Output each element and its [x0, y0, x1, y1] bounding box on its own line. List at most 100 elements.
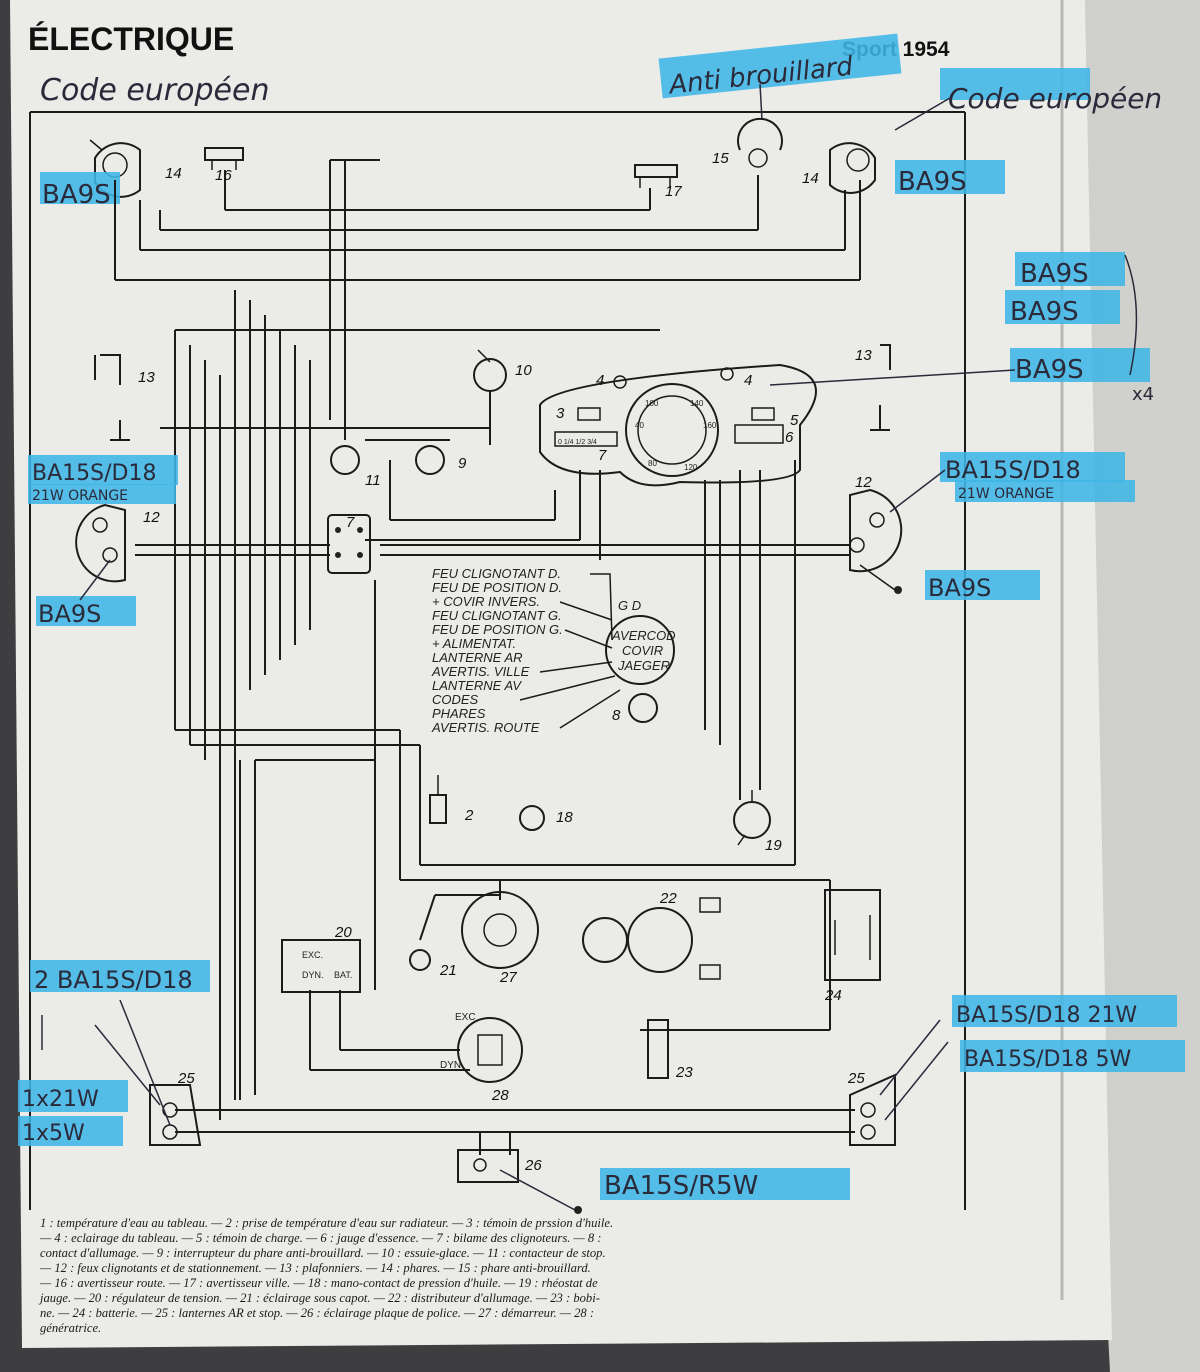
arrow-code-europeen: [894, 97, 951, 131]
bulb-14-left: BA9S: [42, 180, 111, 210]
speed-40: 40: [635, 421, 644, 430]
arrow-12-right: [889, 469, 946, 513]
highlight-12-right-spec: [955, 480, 1135, 502]
bulb-25-left: 2 BA15S/D18: [34, 966, 193, 994]
highlight-25-left-qty2: [18, 1116, 123, 1146]
bulb-12-left-small: BA9S: [38, 600, 101, 628]
label-16: 16: [215, 167, 232, 184]
highlight-25-right-2: [960, 1040, 1185, 1072]
starter-27: [461, 891, 539, 969]
horn-17: [634, 164, 678, 188]
highlight-ba9s-4a: [1015, 252, 1125, 286]
lead-26: [499, 1169, 576, 1211]
switch-pins: G D: [618, 598, 641, 613]
highlight-25-left-qty1: [18, 1080, 128, 1112]
highlight-25-left: [30, 960, 210, 992]
oil-pressure-switch-18: [519, 805, 545, 831]
bulb-4c: BA9S: [1015, 355, 1084, 385]
label-14-right: 14: [802, 170, 819, 187]
label-13-right: 13: [855, 347, 872, 364]
wire-label-5: + ALIMENTAT.: [432, 636, 516, 651]
distributor-22: [582, 897, 721, 980]
wire-label-7: AVERTIS. VILLE: [431, 664, 530, 679]
speed-140: 140: [690, 399, 704, 408]
lead-25-left-b: [119, 999, 171, 1126]
gen-exc: EXC: [455, 1012, 476, 1023]
ignition-switch-8: [628, 693, 658, 723]
legend-line: génératrice.: [40, 1321, 101, 1335]
highlight-12-right-type: [940, 452, 1125, 482]
wire-label-9: CODES: [432, 692, 479, 707]
wiring-harness: [114, 159, 861, 1155]
wire-label-4: FEU DE POSITION G.: [432, 622, 563, 637]
label-20: 20: [334, 924, 352, 941]
fog-switch-9: [415, 445, 445, 475]
switch-brand-1: COVIR: [622, 643, 663, 658]
wire-label-3: FEU CLIGNOTANT G.: [432, 608, 562, 623]
label-11: 11: [365, 472, 381, 489]
regulator-20: [281, 939, 361, 993]
lead-25-left-a: [94, 1024, 161, 1106]
highlight-12-right-small: [925, 570, 1040, 600]
bracket-ba9s: [1124, 254, 1138, 376]
bulb-12-right-spec: 21W ORANGE: [958, 486, 1054, 502]
ceiling-light-13-right: [870, 344, 891, 431]
wire-label-2: + COVIR INVERS.: [432, 594, 540, 609]
arrow-anti-brouillard: [759, 83, 763, 121]
legend-line: ne. — 24 : batterie. — 25 : lanternes AR…: [40, 1306, 594, 1320]
switch-wire-labels: FEU CLIGNOTANT D. FEU DE POSITION D. + C…: [431, 566, 563, 735]
highlight-code-europeen: [940, 68, 1090, 100]
arrow-ba9s-to-dash: [769, 369, 1016, 386]
wire-label-1: FEU DE POSITION D.: [432, 580, 562, 595]
label-2: 2: [464, 807, 474, 824]
horn-16: [204, 147, 244, 170]
lead-25-right-b: [884, 1041, 949, 1121]
lead-26-end: [574, 1206, 582, 1214]
label-4-right: 4: [744, 372, 752, 389]
battery-24: [824, 889, 881, 981]
legend-line: — 12 : feux clignotants et de stationnem…: [39, 1261, 591, 1275]
speed-100: 100: [645, 399, 659, 408]
lead-25-right-a: [879, 1019, 941, 1096]
bulb-25-left-qty2: 1x5W: [22, 1121, 85, 1146]
bulb-25-right-2: BA15S/D18 5W: [964, 1047, 1131, 1072]
label-7: 7: [346, 514, 355, 531]
switch-brand-2: JAEGER: [617, 658, 670, 673]
arrow-12-left: [79, 559, 111, 601]
stop-switch-11: [330, 445, 360, 475]
label-23: 23: [675, 1064, 693, 1081]
wire-label-11: AVERTIS. ROUTE: [431, 720, 540, 735]
label-27: 27: [499, 969, 517, 986]
legend-line: jauge. — 20 : régulateur de tension. — 2…: [38, 1291, 600, 1305]
tail-light-25-right: [849, 1073, 896, 1146]
switch-leader-lines: [519, 573, 621, 729]
bulb-12-left-type: BA15S/D18: [32, 461, 156, 486]
label-26: 26: [524, 1157, 542, 1174]
handwritten-code-europeen: Code européen: [948, 82, 1162, 115]
bulb-12-left-spec: 21W ORANGE: [32, 488, 128, 504]
reg-bat: BAT.: [334, 970, 352, 980]
page-title: ÉLECTRIQUE: [28, 21, 234, 57]
speed-160: 160: [703, 421, 717, 430]
fog-lamp-15: [737, 117, 783, 168]
highlight-12-left-small: [36, 596, 136, 626]
label-12-left: 12: [143, 509, 160, 526]
paper: [10, 0, 1112, 1348]
highlight-ba9s-4b: [1005, 290, 1120, 324]
label-22: 22: [659, 890, 677, 907]
highlight-12-left-type: [28, 455, 178, 485]
lighting-switch-box: [605, 615, 675, 685]
bulb-12-right-small: BA9S: [928, 574, 991, 602]
flasher-relay-7: [327, 514, 371, 574]
gen-dyn: DYN: [440, 1060, 461, 1071]
bulb-26: BA15S/R5W: [604, 1171, 758, 1201]
label-9: 9: [458, 455, 467, 472]
highlight-ba9s-4c: [1010, 348, 1150, 382]
label-12-right: 12: [855, 474, 872, 491]
label-8: 8: [612, 707, 621, 724]
highlight-26: [600, 1168, 850, 1200]
label-25-right: 25: [847, 1070, 865, 1087]
bulb-12-right-type: BA15S/D18: [945, 456, 1081, 484]
